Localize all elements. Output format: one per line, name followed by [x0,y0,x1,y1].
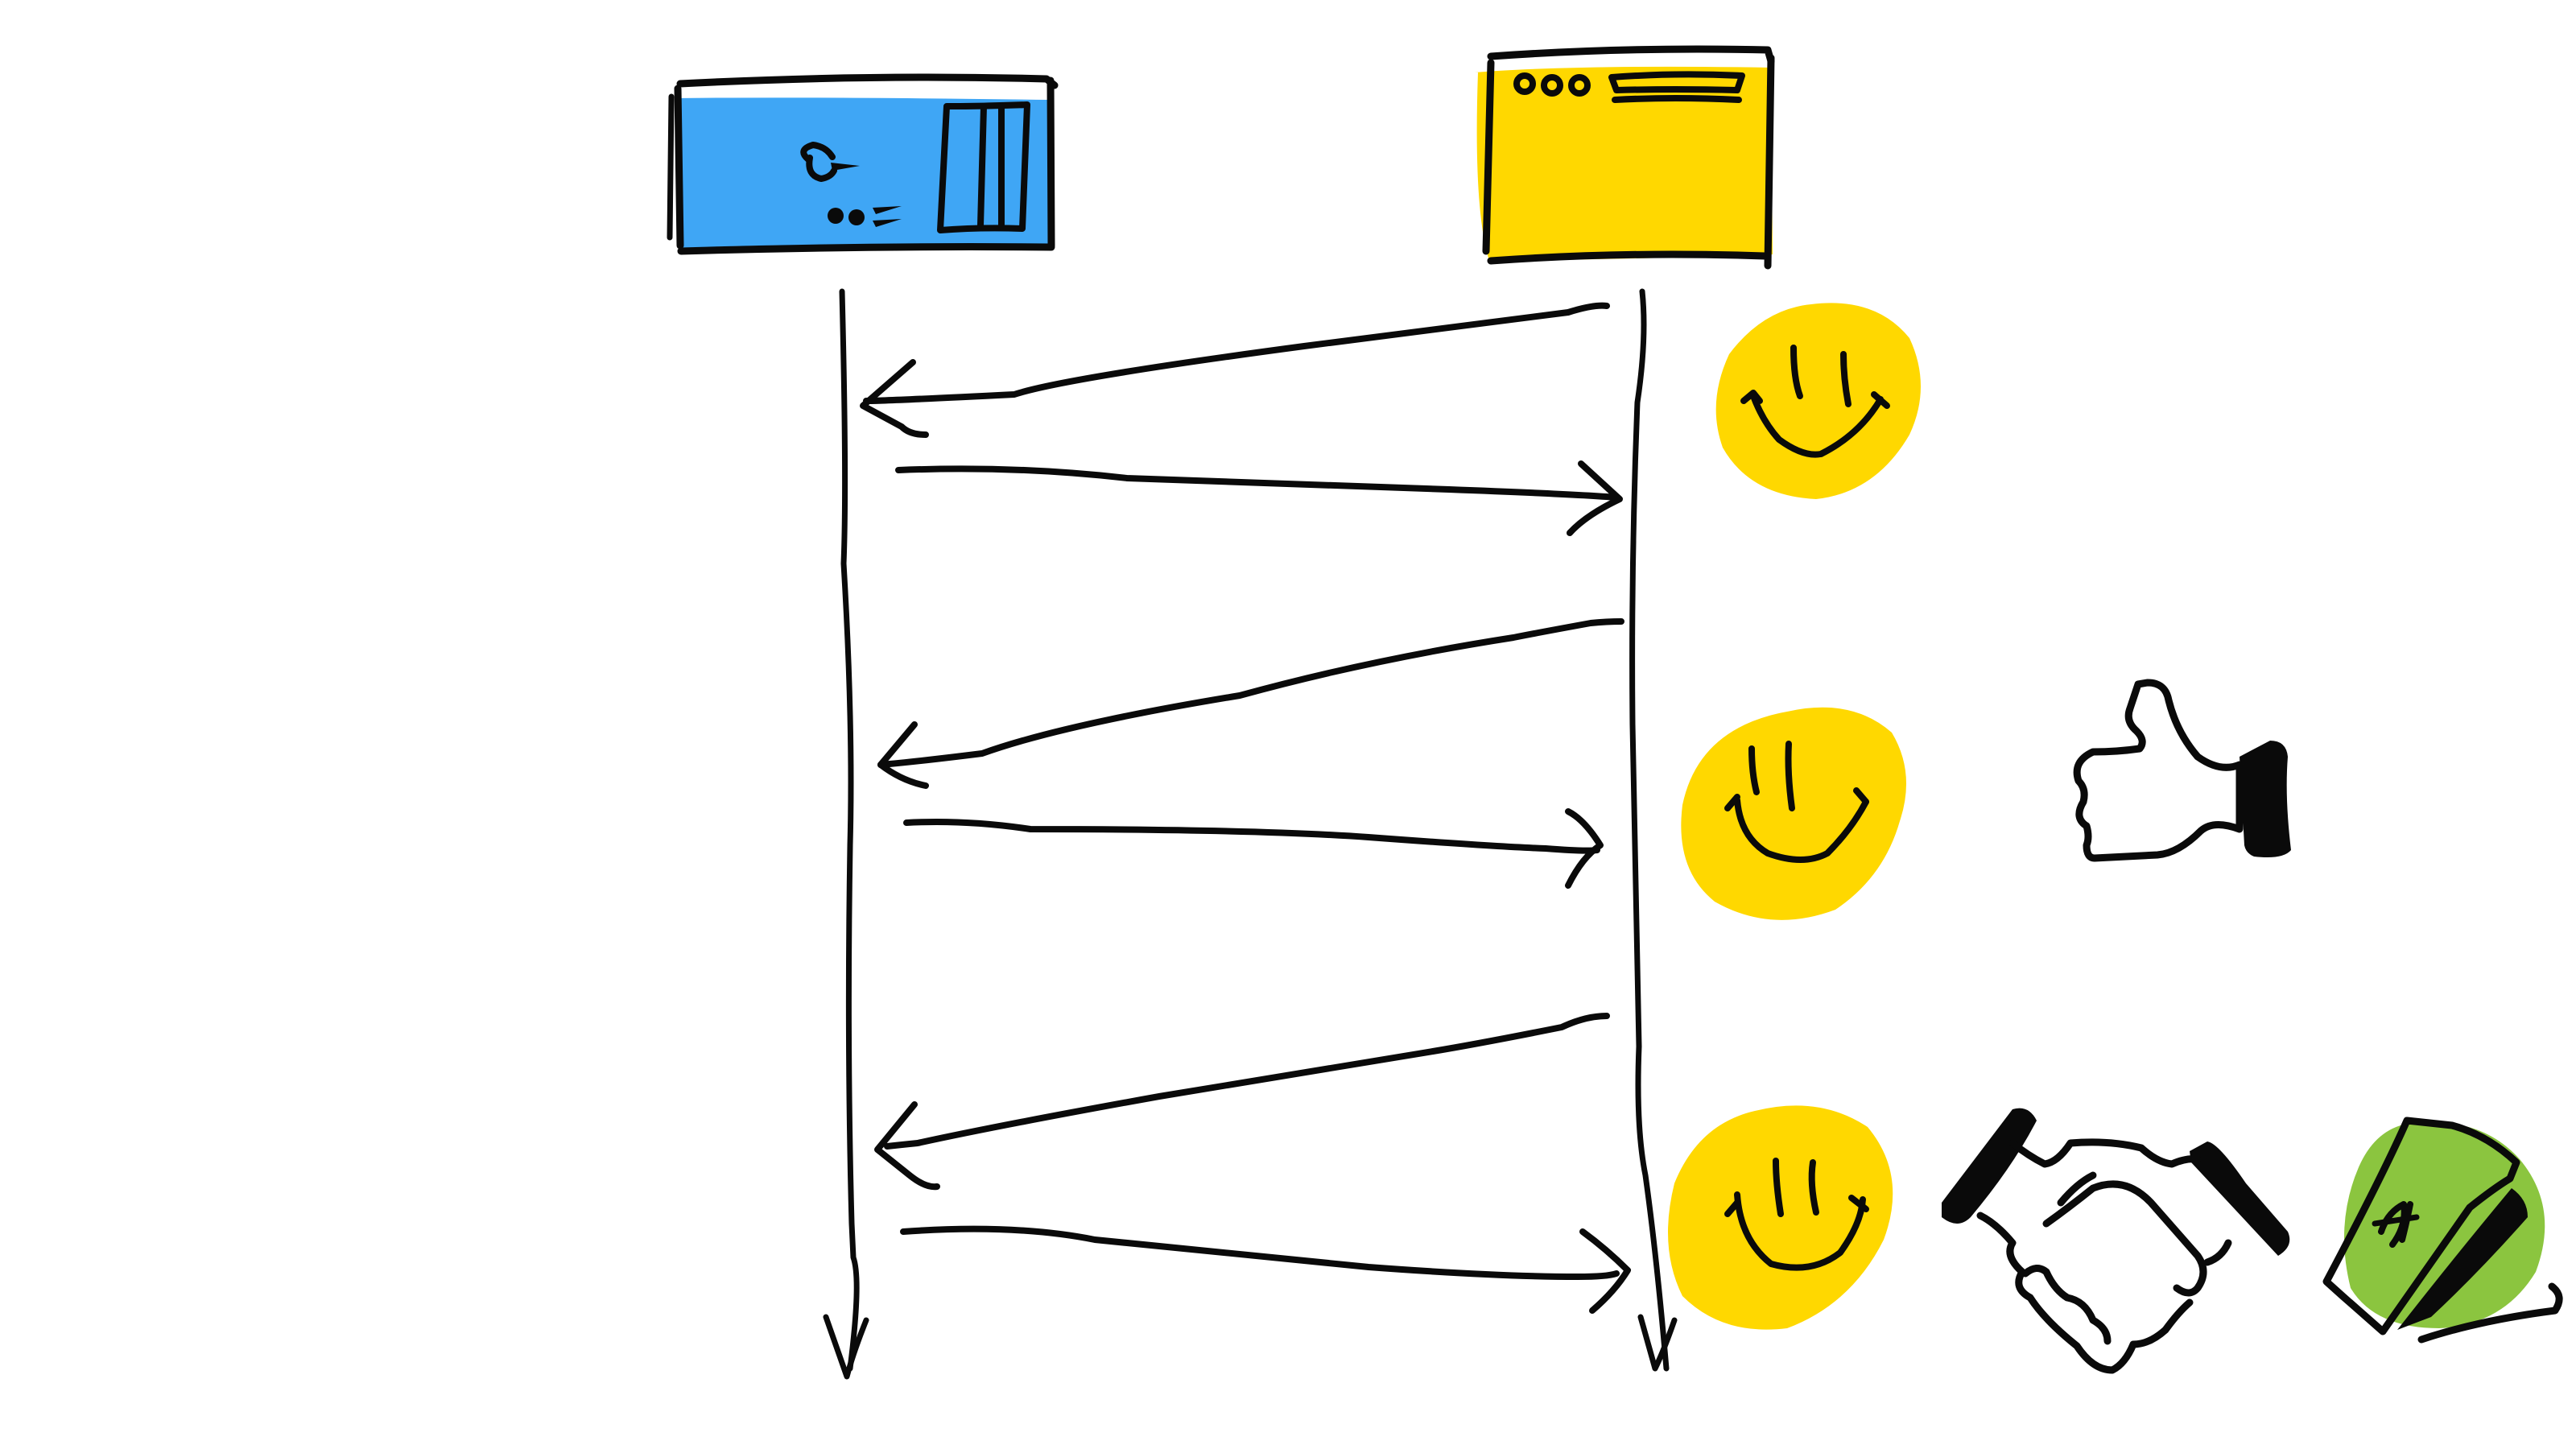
browser-window-icon [1475,45,1775,270]
message-arrow-1 [860,302,1610,438]
smiley-icon [1715,303,1921,499]
message-arrow-5 [874,1013,1610,1191]
message-arrow-2 [895,460,1623,536]
thumbs-up-icon [2073,679,2291,862]
message-arrow-4 [903,808,1604,889]
message-arrow-3 [877,618,1624,789]
money-icon [2322,1117,2563,1344]
smiley-icon [1681,707,1906,920]
browser-lifeline [1629,288,1678,1372]
message-arrow-6 [900,1225,1631,1314]
server-lifeline [823,288,869,1380]
handshake-icon [1942,1108,2290,1374]
smiley-icon [1668,1105,1893,1330]
server-icon [667,73,1059,255]
